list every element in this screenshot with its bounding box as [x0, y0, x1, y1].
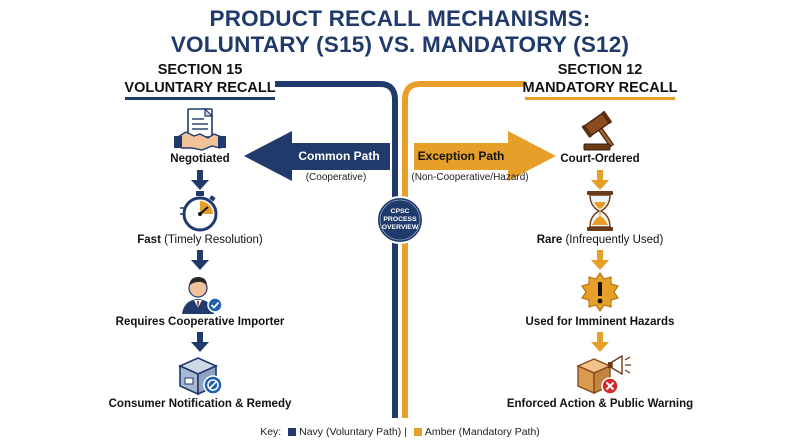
- left-down-arrow-1: [191, 170, 209, 190]
- key-navy-label: Navy (Voluntary Path): [299, 426, 402, 438]
- key-prefix: Key:: [260, 426, 282, 438]
- right-step-2-label: Rare (Infrequently Used): [536, 234, 664, 246]
- common-path-label: Common Path: [298, 149, 380, 163]
- box-megaphone-icon: [576, 354, 631, 395]
- warning-burst-icon: [581, 272, 619, 312]
- right-step-3-label: Used for Imminent Hazards: [525, 316, 675, 328]
- page-title-line-2: VOLUNTARY (S15) VS. MANDATORY (S12): [170, 32, 630, 57]
- left-heading-2: VOLUNTARY RECALL: [124, 80, 276, 96]
- badge-line-2: PROCESS: [383, 216, 417, 223]
- navy-swatch: [288, 428, 297, 436]
- cpsc-badge: CPSC PROCESS OVERVIEW: [377, 208, 423, 232]
- common-path-arrow: [244, 131, 390, 181]
- left-step-3-label: Requires Cooperative Importer: [115, 316, 285, 328]
- amber-swatch: [413, 428, 422, 436]
- key-amber-label: Amber (Mandatory Path): [424, 426, 540, 438]
- left-step-1-label: Negotiated: [170, 153, 230, 165]
- left-down-arrow-3: [191, 332, 209, 352]
- exception-path-sublabel: (Non-Cooperative/Hazard): [411, 172, 529, 183]
- exception-path-arrow: [414, 131, 556, 181]
- right-heading-2: MANDATORY RECALL: [522, 80, 678, 96]
- navy-path-line: [275, 81, 398, 418]
- left-heading-rule: [125, 97, 275, 100]
- right-step-4-label: Enforced Action & Public Warning: [506, 398, 694, 410]
- badge-line-3: OVERVIEW: [381, 224, 419, 231]
- left-step-4-label: Consumer Notification & Remedy: [108, 398, 292, 410]
- importer-person-icon: [182, 277, 223, 314]
- right-down-arrow-3: [591, 332, 609, 352]
- badge-line-1: CPSC: [390, 208, 410, 215]
- amber-path-line: [402, 81, 525, 418]
- left-down-arrow-2: [191, 250, 209, 270]
- common-path-sublabel: (Cooperative): [305, 172, 367, 183]
- handshake-document-icon: [174, 108, 226, 151]
- color-key: Key: Navy (Voluntary Path) | Amber (Mand…: [0, 426, 800, 438]
- cpsc-badge-circle: [376, 196, 424, 244]
- right-down-arrow-2: [591, 250, 609, 270]
- right-heading-1: SECTION 12: [557, 62, 643, 78]
- gavel-icon: [581, 110, 615, 151]
- hourglass-icon: [587, 191, 613, 231]
- right-step-1-label: Court-Ordered: [560, 153, 640, 165]
- exception-path-label: Exception Path: [417, 149, 505, 163]
- right-heading-rule: [525, 97, 675, 100]
- page-title-line-1: PRODUCT RECALL MECHANISMS:: [209, 6, 591, 31]
- left-step-2-label: Fast (Timely Resolution): [137, 234, 263, 246]
- box-notification-icon: [178, 357, 223, 396]
- right-down-arrow-1: [591, 170, 609, 190]
- left-heading-1: SECTION 15: [157, 62, 243, 78]
- key-separator: |: [404, 426, 407, 438]
- stopwatch-icon: [180, 191, 218, 232]
